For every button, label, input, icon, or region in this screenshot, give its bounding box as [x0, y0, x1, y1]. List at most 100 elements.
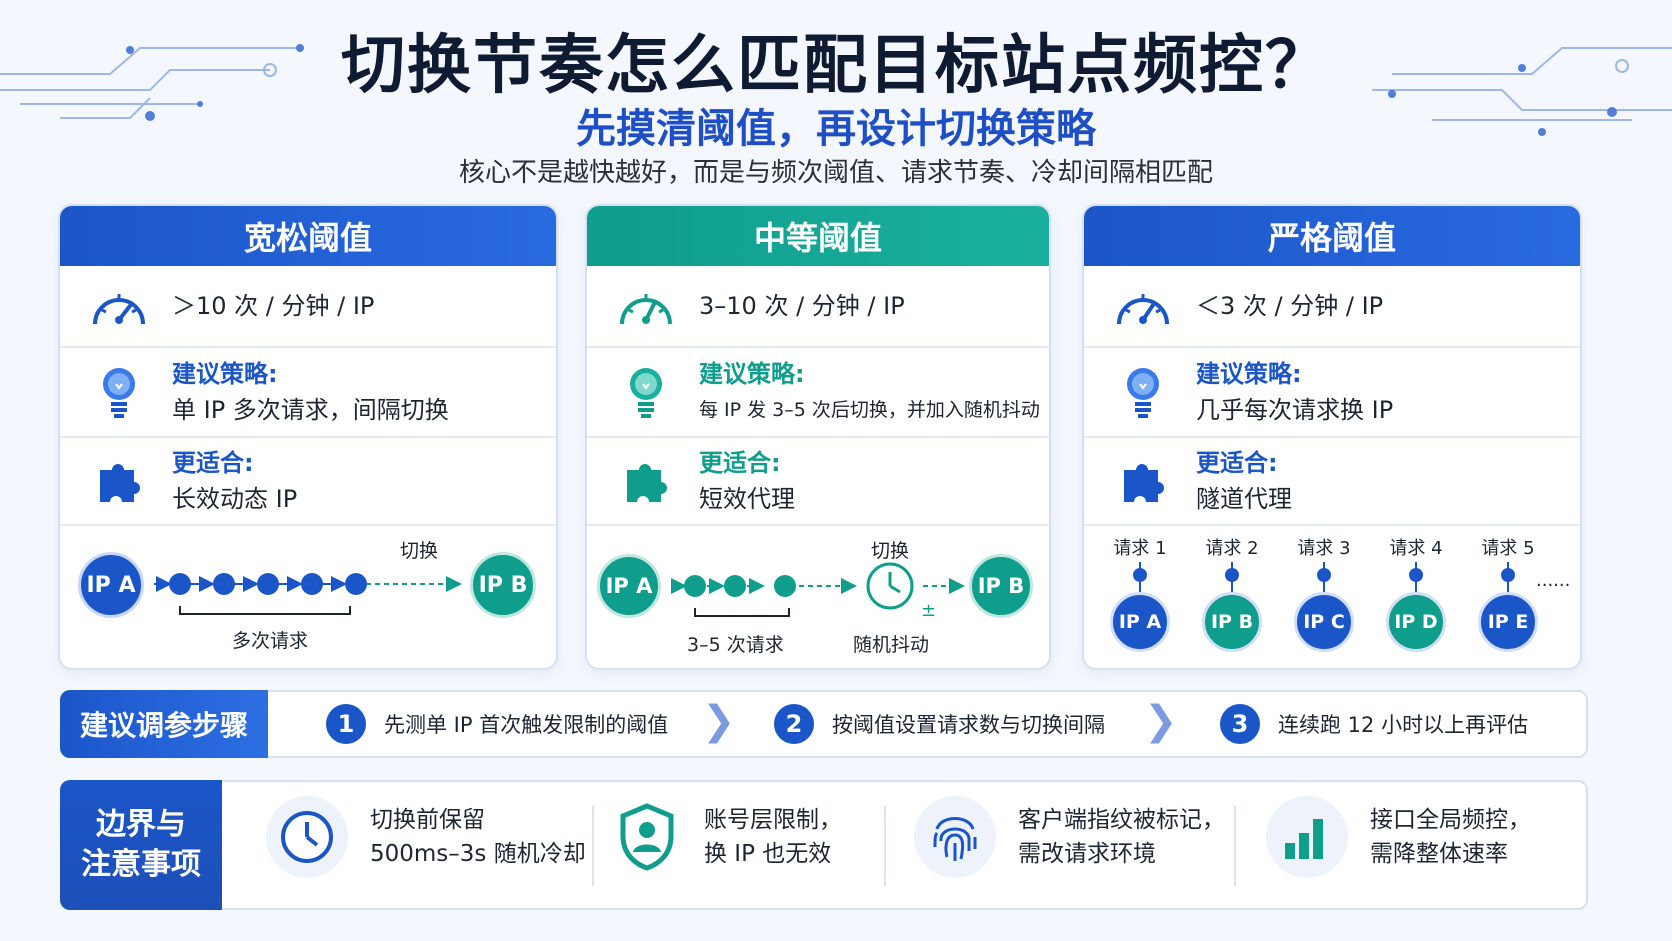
- step-number: 1: [326, 704, 366, 744]
- strategy-row: 建议策略: 几乎每次请求换 IP: [1084, 348, 1580, 438]
- request-dot: [1501, 568, 1515, 582]
- notes-header: 边界与注意事项: [60, 780, 222, 910]
- shield-user-icon: [612, 796, 682, 878]
- request-dot: [1409, 568, 1423, 582]
- note-global-rate: 接口全局频控，需降整体速率: [1266, 796, 1531, 878]
- card-loose-threshold: 宽松阈值 ＞10 次 / 分钟 / IP 建议策略: 单 IP 多次请求，间隔切…: [58, 204, 558, 670]
- page-title: 切换节奏怎么匹配目标站点频控？: [341, 29, 1331, 103]
- ip-b-node: IP B: [470, 552, 536, 618]
- request-dot: [1317, 568, 1331, 582]
- fit-text: 隧道代理: [1196, 485, 1292, 513]
- step-1: 1 先测单 IP 首次触发限制的阈值: [326, 704, 668, 744]
- strategy-label: 建议策略:: [699, 360, 805, 388]
- strategy-row: 建议策略: 单 IP 多次请求，间隔切换: [60, 348, 556, 438]
- request-dot: [1133, 568, 1147, 582]
- request-dots: [684, 575, 796, 597]
- request-dots: [169, 573, 367, 595]
- lightbulb-icon: [1112, 364, 1174, 420]
- strategy-label: 建议策略:: [1196, 360, 1302, 388]
- card-header: 严格阈值: [1084, 206, 1580, 266]
- switch-label: 切换: [871, 540, 910, 562]
- ip-node: IP A: [1110, 592, 1170, 652]
- request-label: 请求 5: [1481, 538, 1535, 559]
- fit-label: 更适合:: [172, 449, 254, 477]
- threshold-text: ＜3 次 / 分钟 / IP: [1196, 292, 1384, 320]
- threshold-text: 3–10 次 / 分钟 / IP: [699, 292, 905, 320]
- note-account-limit: 账号层限制，换 IP 也无效: [612, 796, 842, 878]
- threshold-row: ＜3 次 / 分钟 / IP: [1084, 266, 1580, 348]
- clock-jitter-icon: [866, 562, 914, 610]
- speedometer-icon: [615, 278, 677, 334]
- fit-text: 短效代理: [699, 485, 795, 513]
- strategy-text: 每 IP 发 3–5 次后切换，并加入随机抖动: [699, 399, 1040, 421]
- divider: [592, 806, 594, 886]
- request-bracket: [694, 608, 790, 617]
- strategy-text: 单 IP 多次请求，间隔切换: [172, 396, 449, 424]
- ip-node: IP B: [1202, 592, 1262, 652]
- ip-b-node: IP B: [969, 554, 1033, 618]
- step-number: 3: [1220, 704, 1260, 744]
- request-dot: [1225, 568, 1239, 582]
- request-label: 请求 1: [1113, 538, 1167, 559]
- fingerprint-icon: [914, 796, 996, 878]
- ip-node: IP D: [1386, 592, 1446, 652]
- step-3: 3 连续跑 12 小时以上再评估: [1220, 704, 1528, 744]
- card-medium-threshold: 中等阈值 3–10 次 / 分钟 / IP 建议策略: 每 IP 发 3–5 次…: [585, 204, 1051, 670]
- strategy-label: 建议策略:: [172, 360, 278, 388]
- threshold-row: 3–10 次 / 分钟 / IP: [587, 266, 1049, 348]
- tuning-steps-bar: 建议调参步骤 1 先测单 IP 首次触发限制的阈值 ❯ 2 按阈值设置请求数与切…: [60, 690, 1588, 758]
- plus-minus-sign: ±: [921, 600, 937, 621]
- flow-diagram: IP A IP B 切换 ± 3–5 次请求 随机抖动: [587, 526, 1049, 668]
- card-header: 中等阈值: [587, 206, 1049, 266]
- bar-chart-icon: [1266, 796, 1348, 878]
- chevron-right-icon: ❯: [1144, 698, 1178, 744]
- circuit-decoration-right: [1372, 47, 1672, 136]
- speedometer-icon: [1112, 278, 1174, 334]
- circuit-decoration-left: [0, 44, 304, 121]
- step-text: 先测单 IP 首次触发限制的阈值: [384, 713, 669, 737]
- step-number: 2: [774, 704, 814, 744]
- chevron-right-icon: ❯: [702, 698, 736, 744]
- fit-row: 更适合: 隧道代理: [1084, 438, 1580, 526]
- fit-text: 长效动态 IP: [172, 485, 298, 513]
- strategy-text: 几乎每次请求换 IP: [1196, 396, 1394, 424]
- puzzle-icon: [615, 453, 677, 509]
- page-subtitle: 先摸清阈值，再设计切换策略: [576, 106, 1096, 152]
- request-bracket: [179, 606, 351, 615]
- lightbulb-icon: [88, 364, 150, 420]
- fit-row: 更适合: 短效代理: [587, 438, 1049, 526]
- threshold-text: ＞10 次 / 分钟 / IP: [172, 292, 375, 320]
- step-text: 连续跑 12 小时以上再评估: [1278, 713, 1529, 737]
- card-header: 宽松阈值: [60, 206, 556, 266]
- fit-row: 更适合: 长效动态 IP: [60, 438, 556, 526]
- strategy-row: 建议策略: 每 IP 发 3–5 次后切换，并加入随机抖动: [587, 348, 1049, 438]
- fit-label: 更适合:: [1196, 449, 1278, 477]
- divider: [1234, 806, 1236, 886]
- threshold-row: ＞10 次 / 分钟 / IP: [60, 266, 556, 348]
- flow-diagram: IP A IP B 切换 多次请求: [60, 526, 556, 668]
- caption-multi-requests: 多次请求: [231, 630, 308, 652]
- note-fingerprint: 客户端指纹被标记，需改请求环境: [914, 796, 1225, 878]
- request-label: 请求 4: [1389, 538, 1443, 559]
- card-strict-threshold: 严格阈值 ＜3 次 / 分钟 / IP 建议策略: 几乎每次请求换 IP 更适合…: [1082, 204, 1582, 670]
- caption-jitter: 随机抖动: [853, 634, 930, 656]
- request-label: 请求 2: [1205, 538, 1259, 559]
- fit-label: 更适合:: [699, 449, 781, 477]
- divider: [884, 806, 886, 886]
- step-text: 按阈值设置请求数与切换间隔: [832, 713, 1105, 737]
- ip-node: IP C: [1294, 592, 1354, 652]
- step-2: 2 按阈值设置请求数与切换间隔: [774, 704, 1105, 744]
- request-label: 请求 3: [1297, 538, 1351, 559]
- page-tagline: 核心不是越快越好，而是与频次阈值、请求节奏、冷却间隔相匹配: [458, 158, 1213, 188]
- lightbulb-icon: [615, 364, 677, 420]
- steps-header: 建议调参步骤: [60, 690, 268, 758]
- caption-3-5-requests: 3–5 次请求: [687, 634, 784, 656]
- switch-label: 切换: [400, 540, 439, 562]
- clock-icon: [266, 796, 348, 878]
- more-ellipsis: ......: [1536, 570, 1571, 591]
- puzzle-icon: [1112, 453, 1174, 509]
- speedometer-icon: [88, 278, 150, 334]
